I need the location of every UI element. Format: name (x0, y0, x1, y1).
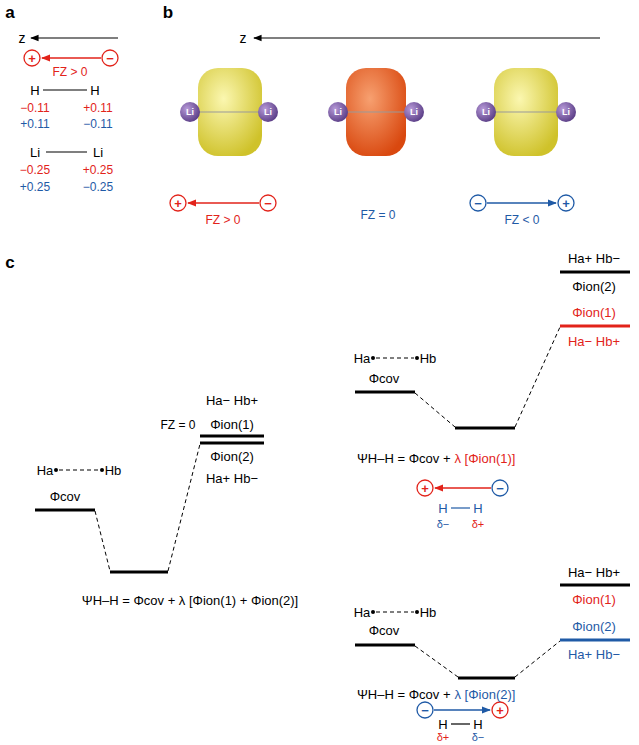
charge-sign: − (474, 197, 482, 210)
state-label: Φion(1) (210, 418, 254, 431)
field-label: FZ < 0 (504, 214, 539, 226)
atom-label: Li (186, 108, 194, 117)
state-label: Φion(1) (572, 306, 616, 319)
atom-label: H (473, 502, 482, 515)
atom-label: Ha (354, 606, 371, 619)
state-label: Φion(2) (210, 450, 254, 463)
charge-sign: + (174, 197, 182, 210)
atom-label: H (30, 84, 39, 97)
panel-letter: a (5, 4, 14, 21)
panel-letter: b (163, 4, 173, 21)
state-label: Ha+ Hb− (206, 472, 258, 485)
state-label: Φcov (369, 624, 400, 637)
wavefunction: λ [Φion(2)] (455, 688, 516, 701)
field-label: FZ = 0 (160, 419, 195, 431)
atom-label: Li (264, 108, 272, 117)
wavefunction: λ [Φion(1)] (455, 452, 516, 465)
charge-sign: − (106, 52, 114, 65)
atom-label: Ha (37, 464, 54, 477)
panel-letter: c (5, 254, 14, 271)
partial-charge: δ− (437, 519, 450, 530)
partial-charge: δ+ (437, 732, 450, 743)
atom-label: Li (30, 146, 40, 159)
wavefunction: ΨH–H = Φcov + λ [Φion(1) + Φion(2)] (82, 594, 298, 607)
state-label: Φion(2) (572, 280, 616, 293)
charge-value: +0.11 (20, 118, 49, 130)
atom-label: Li (562, 108, 570, 117)
atom-label: Hb (105, 464, 122, 477)
atom-label: Li (334, 108, 342, 117)
partial-charge: δ+ (472, 519, 485, 530)
field-label: FZ > 0 (205, 214, 240, 226)
state-label: Ha− Hb+ (206, 394, 258, 407)
state-label: Φcov (369, 372, 400, 385)
axis-label: z (19, 31, 26, 45)
charge-value: +0.25 (20, 181, 50, 193)
field-label: FZ > 0 (52, 66, 87, 78)
state-label: Φcov (50, 490, 81, 503)
state-label: Ha+ Hb− (568, 648, 620, 661)
charge-value: +0.11 (83, 102, 112, 114)
charge-value: +0.25 (83, 164, 113, 176)
atom-label: Ha (354, 352, 371, 365)
partial-charge: δ− (472, 732, 485, 743)
charge-sign: + (496, 704, 504, 717)
atom-label: H (438, 718, 447, 731)
charge-sign: − (421, 704, 429, 717)
wavefunction: ΨH–H = Φcov + (357, 688, 451, 701)
charge-sign: + (28, 52, 36, 65)
charge-sign: + (421, 482, 429, 495)
atom-label: H (90, 84, 99, 97)
state-label: Ha− Hb+ (568, 566, 620, 579)
atom-label: Li (93, 146, 103, 159)
charge-value: −0.11 (20, 102, 49, 114)
state-label: Ha− Hb+ (568, 335, 620, 348)
atom-label: H (473, 718, 482, 731)
charge-sign: + (562, 197, 570, 210)
atom-label: Hb (420, 352, 437, 365)
field-label: FZ = 0 (360, 209, 395, 221)
charge-value: −0.25 (83, 181, 113, 193)
atom-label: Hb (420, 606, 437, 619)
state-label: Φion(1) (572, 593, 616, 606)
charge-value: −0.11 (83, 118, 112, 130)
charge-value: −0.25 (20, 164, 50, 176)
state-label: Φion(2) (572, 620, 616, 633)
charge-sign: − (264, 197, 272, 210)
axis-label: z (240, 31, 247, 45)
atom-label: Li (410, 108, 418, 117)
state-label: Ha+ Hb− (568, 252, 620, 265)
charge-sign: − (496, 482, 504, 495)
atom-label: Li (482, 108, 490, 117)
atom-label: H (438, 502, 447, 515)
wavefunction: ΨH–H = Φcov + (357, 452, 451, 465)
